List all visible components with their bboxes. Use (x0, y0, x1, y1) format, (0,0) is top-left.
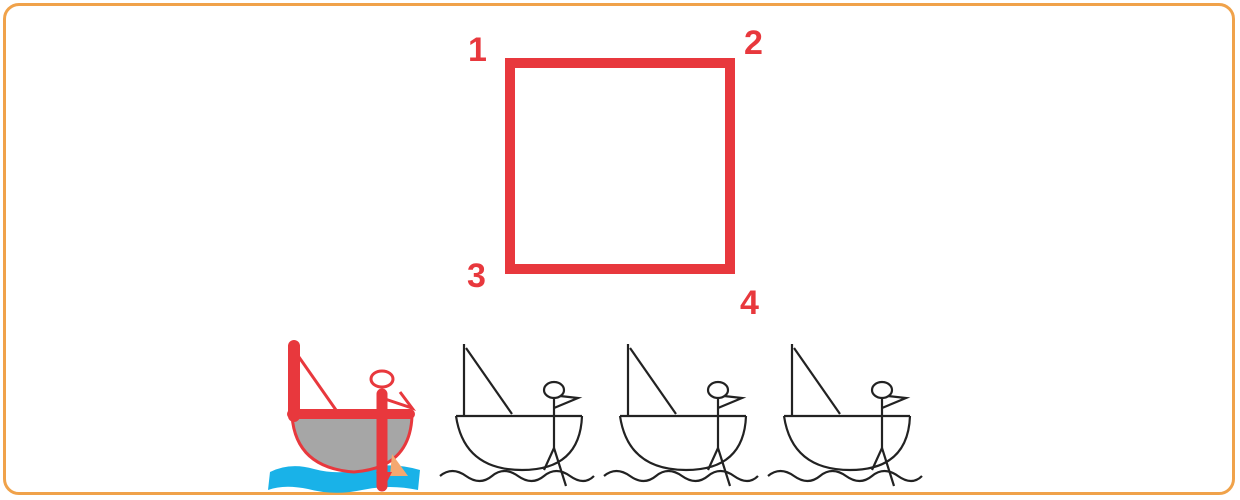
fisherman-head (371, 371, 393, 387)
boat-outline-illustration-1 (436, 336, 596, 496)
boat-traced-illustration (262, 336, 422, 496)
boat-outline-illustration-2 (600, 336, 760, 496)
corner-label-4: 4 (740, 286, 759, 320)
boat-fin (390, 454, 408, 476)
boat-outline-illustration-3 (764, 336, 924, 496)
corner-label-3: 3 (467, 259, 486, 293)
corner-label-1: 1 (468, 33, 487, 67)
boat-sail-rope (294, 350, 336, 410)
corner-label-2: 2 (744, 26, 763, 60)
tracing-square (505, 58, 735, 274)
